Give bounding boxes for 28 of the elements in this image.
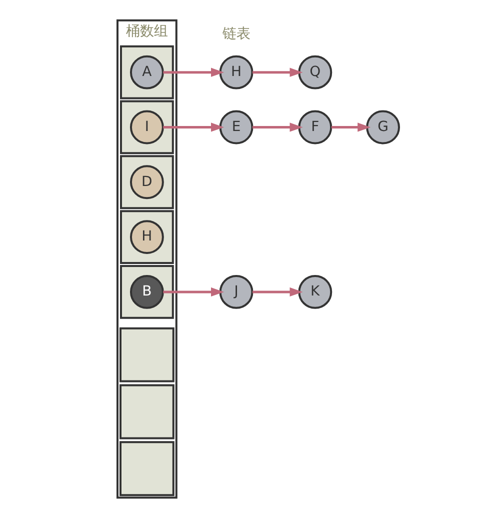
node-circle: E [218,110,253,144]
arrow [252,68,302,77]
cluster [119,265,174,319]
node-box [119,441,174,496]
arrow [330,122,370,132]
node-circle: J [218,274,253,309]
cluster [119,45,174,100]
arrow [252,287,302,296]
node-circle: D [129,165,164,200]
node-circle: I [129,110,164,144]
node-circle: B [129,274,164,309]
arrow [162,287,224,296]
arrow [162,68,224,77]
node-box [119,384,174,440]
node-circle: H [218,55,253,90]
node-circle: G [366,110,400,144]
node-box [119,327,174,382]
label: 链表 [222,26,250,42]
cluster [119,210,174,264]
arrow [252,122,302,132]
node-circle: K [298,274,332,309]
cluster [119,155,174,210]
node-circle: Q [298,55,332,90]
arrow [162,122,224,132]
cluster [119,100,174,154]
node-circle: A [129,55,164,90]
node-circle: H [129,220,164,254]
node-circle: F [298,110,332,144]
